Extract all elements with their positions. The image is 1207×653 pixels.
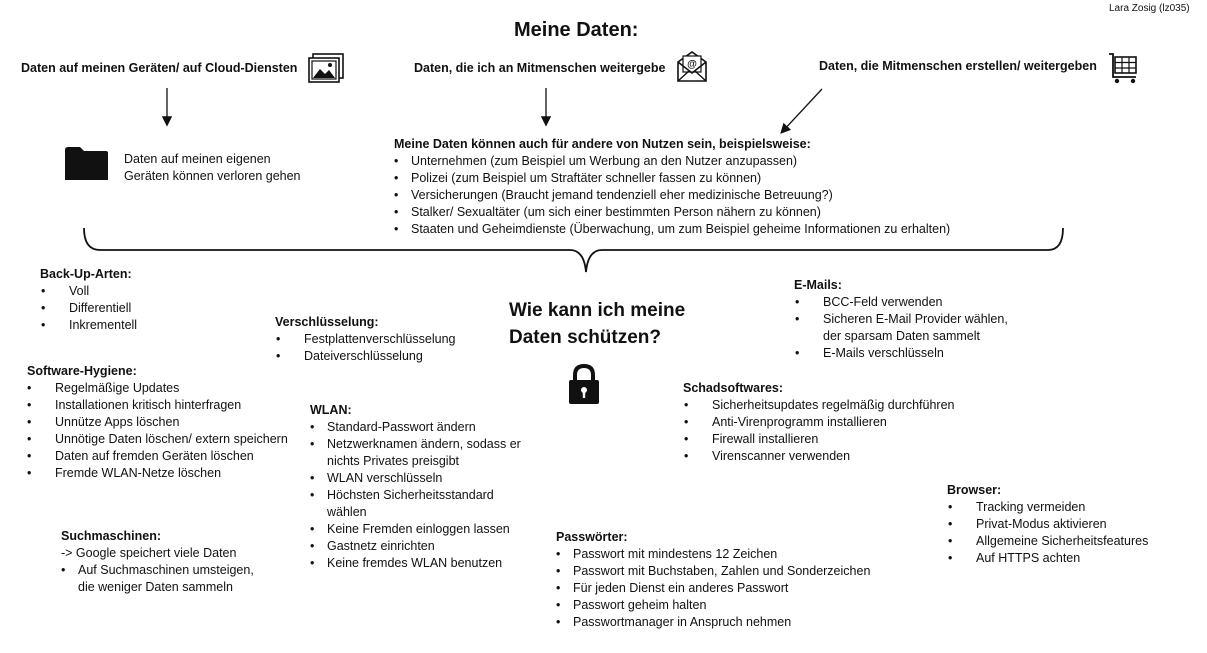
list-item-line: Höchsten Sicherheitsstandard <box>327 488 494 502</box>
center-question-line-2: Daten schützen? <box>509 327 662 348</box>
malware-section: Schadsoftwares: Sicherheitsupdates regel… <box>683 380 955 465</box>
list-item: Inkrementell <box>41 317 137 334</box>
folder-icon <box>65 147 108 180</box>
wlan-list: Standard-Passwort ändern Netzwerknamen ä… <box>310 419 521 572</box>
list-item: Keine Fremden einloggen lassen <box>310 521 521 538</box>
list-item: Anti-Virenprogramm installieren <box>684 414 955 431</box>
lost-data-line-2: Geräten können verloren gehen <box>124 169 301 183</box>
backup-list: Voll Differentiell Inkrementell <box>41 283 137 334</box>
list-item: Installationen kritisch hinterfragen <box>27 397 288 414</box>
list-item: Gastnetz einrichten <box>310 538 521 555</box>
search-list: Auf Suchmaschinen umsteigen, die weniger… <box>61 562 254 596</box>
email-heading: E-Mails: <box>794 278 842 292</box>
list-item: WLAN verschlüsseln <box>310 470 521 487</box>
passwords-heading: Passwörter: <box>556 530 628 544</box>
image-gallery-icon <box>308 53 344 83</box>
list-item: Daten auf fremden Geräten löschen <box>27 448 288 465</box>
shopping-cart-icon <box>1109 53 1137 84</box>
list-item: Netzwerknamen ändern, sodass er nichts P… <box>310 436 521 470</box>
column-heading-others: Daten, die Mitmenschen erstellen/ weiter… <box>819 59 1097 73</box>
page-title: Meine Daten: <box>514 19 639 41</box>
list-item: Stalker/ Sexualtäter (um sich einer best… <box>394 204 950 221</box>
center-question: Wie kann ich meine Daten schützen? <box>509 297 685 351</box>
list-item: Versicherungen (Braucht jemand tendenzie… <box>394 187 950 204</box>
list-item: E-Mails verschlüsseln <box>795 345 1008 362</box>
list-item: Für jeden Dienst ein anderes Passwort <box>556 580 870 597</box>
search-heading: Suchmaschinen: <box>61 529 162 543</box>
lost-data-note: Daten auf meinen eigenen Geräten können … <box>124 151 301 185</box>
author-label: Lara Zosig (lz035) <box>1109 3 1190 14</box>
list-item: Firewall installieren <box>684 431 955 448</box>
list-item-line: wählen <box>327 505 367 519</box>
encryption-section: Verschlüsselung: Festplattenverschlüssel… <box>275 314 455 365</box>
lost-data-line-1: Daten auf meinen eigenen <box>124 152 271 166</box>
email-icon: @ <box>677 51 707 82</box>
list-item-line: die weniger Daten sammeln <box>78 580 233 594</box>
wlan-heading: WLAN: <box>310 403 352 417</box>
list-item: Staaten und Geheimdienste (Überwachung, … <box>394 221 950 238</box>
list-item: Differentiell <box>41 300 137 317</box>
search-arrow-line: -> Google speichert viele Daten <box>61 546 237 560</box>
list-item: Sicherheitsupdates regelmäßig durchführe… <box>684 397 954 414</box>
column-heading-shared: Daten, die ich an Mitmenschen weitergebe <box>414 61 666 75</box>
list-item: Unnütze Apps löschen <box>27 414 288 431</box>
list-item: Passwort geheim halten <box>556 597 870 614</box>
list-item: Tracking vermeiden <box>948 499 1148 516</box>
list-item-line: nichts Privates preisgibt <box>327 454 460 468</box>
passwords-section: Passwörter: Passwort mit mindestens 12 Z… <box>556 529 870 631</box>
useful-for-others-section: Meine Daten können auch für andere von N… <box>394 136 950 238</box>
center-question-line-1: Wie kann ich meine <box>509 300 686 321</box>
backup-section: Back-Up-Arten: Voll Differentiell Inkrem… <box>40 266 137 334</box>
list-item: Polizei (zum Beispiel um Straftäter schn… <box>394 170 950 187</box>
svg-text:@: @ <box>687 59 697 70</box>
list-item: Allgemeine Sicherheitsfeatures <box>948 533 1148 550</box>
list-item: Festplattenverschlüsselung <box>276 331 456 348</box>
encryption-heading: Verschlüsselung: <box>275 315 379 329</box>
list-item: Voll <box>41 283 137 300</box>
list-item: Auf HTTPS achten <box>948 550 1148 567</box>
encryption-list: Festplattenverschlüsselung Dateiverschlü… <box>276 331 456 365</box>
list-item: Virenscanner verwenden <box>684 448 955 465</box>
useful-list: Unternehmen (zum Beispiel um Werbung an … <box>394 153 950 238</box>
list-item: Unnötige Daten löschen/ extern speichern <box>27 431 288 448</box>
wlan-section: WLAN: Standard-Passwort ändern Netzwerkn… <box>310 402 521 572</box>
list-item: Fremde WLAN-Netze löschen <box>27 465 288 482</box>
padlock-icon <box>569 363 599 404</box>
malware-list: Sicherheitsupdates regelmäßig durchführe… <box>684 397 955 465</box>
malware-heading: Schadsoftwares: <box>683 381 784 395</box>
list-item: Passwort mit Buchstaben, Zahlen und Sond… <box>556 563 870 580</box>
passwords-list: Passwort mit mindestens 12 Zeichen Passw… <box>556 546 870 631</box>
backup-heading: Back-Up-Arten: <box>40 267 132 281</box>
list-item-line: Sicheren E-Mail Provider wählen, <box>823 312 1008 326</box>
browser-section: Browser: Tracking vermeiden Privat-Modus… <box>947 482 1148 567</box>
list-item-line: Auf Suchmaschinen umsteigen, <box>78 563 254 577</box>
list-item: Privat-Modus aktivieren <box>948 516 1148 533</box>
column-heading-devices: Daten auf meinen Geräten/ auf Cloud-Dien… <box>21 61 298 75</box>
software-list: Regelmäßige Updates Installationen kriti… <box>27 380 288 482</box>
list-item: Keine fremdes WLAN benutzen <box>310 555 521 572</box>
list-item: Dateiverschlüsselung <box>276 348 455 365</box>
list-item: Sicheren E-Mail Provider wählen, der spa… <box>795 311 1008 345</box>
email-section: E-Mails: BCC-Feld verwenden Sicheren E-M… <box>794 277 1008 362</box>
list-item: Passwortmanager in Anspruch nehmen <box>556 614 870 631</box>
list-item: Regelmäßige Updates <box>27 380 288 397</box>
search-engines-section: Suchmaschinen: -> Google speichert viele… <box>61 528 254 596</box>
browser-heading: Browser: <box>947 483 1002 497</box>
useful-heading: Meine Daten können auch für andere von N… <box>394 137 811 151</box>
list-item: BCC-Feld verwenden <box>795 294 1008 311</box>
software-heading: Software-Hygiene: <box>27 364 137 378</box>
email-list: BCC-Feld verwenden Sicheren E-Mail Provi… <box>795 294 1008 362</box>
list-item: Auf Suchmaschinen umsteigen, die weniger… <box>61 562 254 596</box>
list-item: Standard-Passwort ändern <box>310 419 521 436</box>
browser-list: Tracking vermeiden Privat-Modus aktivier… <box>948 499 1148 567</box>
software-hygiene-section: Software-Hygiene: Regelmäßige Updates In… <box>27 363 288 482</box>
list-item: Höchsten Sicherheitsstandard wählen <box>310 487 521 521</box>
list-item-line: Netzwerknamen ändern, sodass er <box>327 437 521 451</box>
list-item: Passwort mit mindestens 12 Zeichen <box>556 546 870 563</box>
list-item: Unternehmen (zum Beispiel um Werbung an … <box>394 153 950 170</box>
list-item-line: der sparsam Daten sammelt <box>823 329 981 343</box>
